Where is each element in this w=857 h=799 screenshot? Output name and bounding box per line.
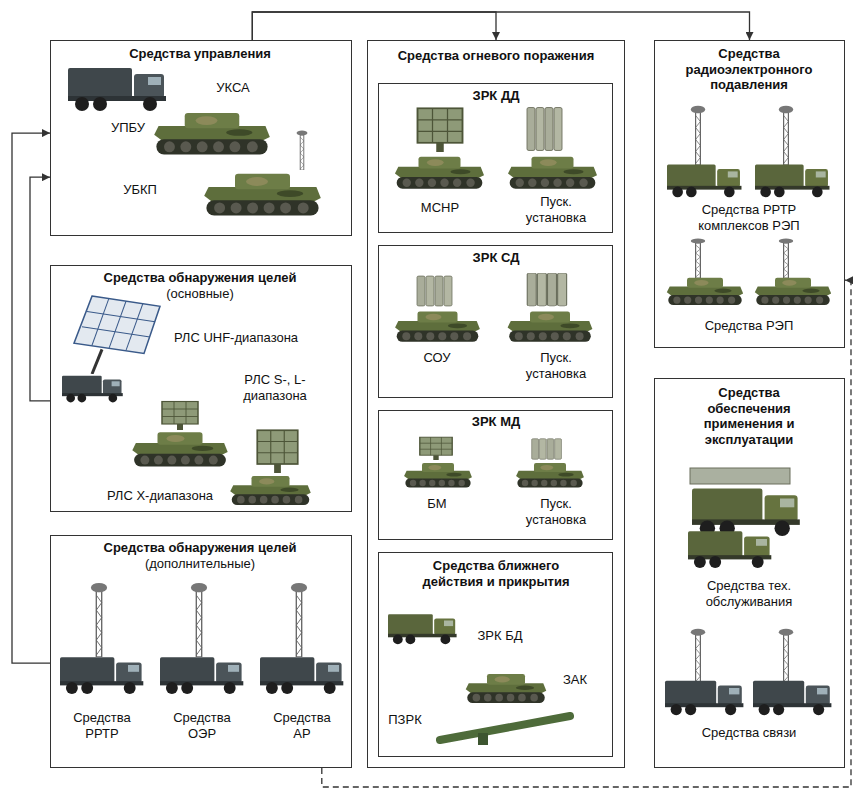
- vehicle-illustrations-part: [688, 531, 771, 568]
- group-heading: ЗРК ДД: [396, 88, 596, 104]
- vehicle-illustrations-part: [418, 108, 463, 152]
- vehicle-illustrations-part: [691, 629, 705, 683]
- connector-arrow: [252, 12, 496, 40]
- item-label: Пуск. установка: [516, 194, 596, 225]
- item-label: УПБУ: [103, 120, 153, 136]
- ew-group: Средства радиоэлектронного подавленияСре…: [654, 40, 845, 348]
- fire-group: Средства огневого пораженияЗРК ДД МСНР Пус…: [367, 40, 625, 768]
- vehicle-illustrations-part: [753, 681, 831, 715]
- crane-boom: [690, 468, 790, 484]
- vehicle-illustrations-part: [417, 276, 452, 306]
- dashed-connector: [322, 280, 851, 787]
- vehicle-illustrations-part: [388, 614, 457, 644]
- item-label: (основные): [140, 286, 260, 302]
- group-heading: Средства обнаружения целей: [60, 540, 340, 556]
- vehicle-illustrations-part: [260, 657, 343, 694]
- vehicle-illustrations-part: [257, 430, 298, 473]
- connector-arrow: [30, 177, 50, 401]
- vehicle-illustrations-part: [532, 439, 562, 460]
- vehicle-illustrations-part: [665, 681, 743, 715]
- sam-box: ЗРК СД СОУ Пуск. установка: [378, 245, 613, 398]
- vehicle-illustrations-part: [779, 106, 793, 165]
- item-label: ЗАК: [555, 672, 595, 688]
- group-heading: Средства обнаружения целей: [60, 270, 340, 286]
- detection-group: Средства обнаружения целей(дополнительны…: [50, 535, 352, 768]
- vehicle-illustrations-part: [91, 583, 107, 657]
- item-label: Средства ОЭР: [167, 710, 237, 741]
- item-label: (дополнительные): [130, 556, 270, 572]
- item-label: Пуск. установка: [516, 496, 596, 527]
- item-label: СОУ: [407, 350, 467, 366]
- vehicle-illustrations-part: [508, 157, 597, 189]
- item-label: УБКП: [115, 182, 165, 198]
- vehicle-illustrations-part: [60, 657, 143, 694]
- vehicle-illustrations-part: [779, 629, 793, 683]
- item-label: ЗРК БД: [465, 628, 535, 644]
- support-group: Средства обеспечения применения и эксплу…: [654, 378, 845, 768]
- connector-arrow: [12, 133, 50, 663]
- vehicle-illustrations-part: [692, 489, 800, 536]
- item-label: Средства тех. обслуживания: [689, 578, 809, 609]
- item-label: Средства РРТР комплексов РЭП: [674, 202, 824, 233]
- item-label: Средства АР: [267, 710, 337, 741]
- item-label: Средства РРТР: [67, 710, 137, 741]
- group-heading: Средства ближнего действия и прикрытия: [411, 558, 581, 589]
- vehicle-illustrations-part: [297, 131, 308, 171]
- item-label: РЛС X-диапазона: [100, 488, 220, 504]
- group-heading: Средства управления: [100, 46, 300, 62]
- vehicle-illustrations-part: [191, 583, 207, 657]
- vehicle-illustrations-part: [291, 583, 307, 657]
- detection-group: Средства обнаружения целей(основные) РЛС …: [50, 265, 352, 512]
- vehicle-illustrations-part: [779, 239, 793, 279]
- vehicle-illustrations-part: [508, 311, 593, 341]
- sam-box: ЗРК МД БМ Пуск. установка: [378, 410, 613, 540]
- item-label: УКСА: [208, 80, 258, 96]
- item-label: РЛС UHF-диапазона: [166, 330, 306, 346]
- connector-arrow: [252, 12, 749, 40]
- vehicle-illustrations-part: [204, 174, 321, 216]
- sam-box: ЗРК ДД МСНР Пуск. установка: [378, 83, 613, 233]
- vehicle-illustrations-part: [62, 376, 123, 403]
- group-heading: Средства обеспечения применения и эксплу…: [684, 385, 814, 447]
- close-defence-box: Средства ближнего действия и прикрытияЗР…: [378, 552, 613, 757]
- vehicle-illustrations-part: [527, 108, 562, 151]
- group-heading: ЗРК МД: [396, 414, 596, 430]
- vehicle-illustrations-part: [691, 239, 705, 279]
- group-heading: Средства радиоэлектронного подавления: [664, 46, 834, 93]
- vehicle-illustrations-part: [74, 296, 160, 374]
- item-label: ПЗРК: [380, 712, 430, 728]
- manpads-tube: [440, 716, 570, 740]
- vehicle-illustrations-part: [160, 657, 243, 694]
- vehicle-illustrations-part: [404, 463, 472, 487]
- item-label: МСНР: [410, 200, 470, 216]
- item-label: Средства связи: [674, 725, 824, 741]
- vehicle-illustrations-part: [154, 113, 270, 154]
- group-heading: Средства огневого поражения: [376, 48, 616, 64]
- vehicle-illustrations-part: [132, 432, 227, 466]
- vehicle-illustrations-part: [667, 165, 741, 198]
- manpads-grip: [478, 733, 488, 745]
- vehicle-illustrations-part: [516, 463, 584, 487]
- vehicle-illustrations-part: [68, 68, 166, 111]
- item-label: РЛС S-, L-диапазона: [220, 372, 330, 403]
- item-label: Средства РЭП: [674, 318, 824, 334]
- group-heading: ЗРК СД: [396, 250, 596, 266]
- vehicle-illustrations-part: [230, 476, 311, 505]
- vehicle-illustrations-part: [466, 674, 547, 703]
- vehicle-illustrations-part: [420, 437, 452, 460]
- item-label: Пуск. установка: [516, 350, 596, 381]
- item-label: БМ: [412, 496, 462, 512]
- vehicle-illustrations-part: [527, 273, 566, 306]
- vehicle-illustrations-part: [395, 311, 480, 341]
- vehicle-illustrations-part: [755, 165, 829, 198]
- control-group: Средства управленияУКСА УПБУ УБКП: [50, 40, 352, 236]
- vehicle-illustrations-part: [162, 402, 198, 431]
- vehicle-illustrations-part: [667, 278, 743, 305]
- vehicle-illustrations-part: [395, 157, 484, 189]
- vehicle-illustrations-part: [755, 278, 831, 305]
- vehicle-illustrations-part: [691, 106, 705, 165]
